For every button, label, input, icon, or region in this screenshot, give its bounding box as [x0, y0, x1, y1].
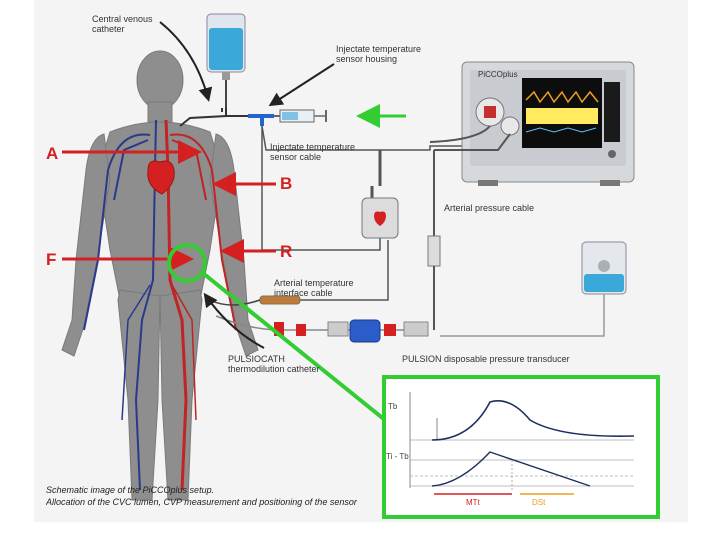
- marker-f: F: [46, 250, 57, 269]
- marker-b: B: [280, 174, 293, 193]
- heart: [147, 160, 175, 195]
- interface-module: [361, 150, 399, 239]
- human-body: [61, 50, 259, 501]
- injectate-sensor-housing: [226, 109, 327, 126]
- arterial-pressure-connector: [427, 150, 441, 330]
- marker-r: R: [280, 242, 293, 261]
- marker-a: A: [46, 144, 59, 163]
- caption-line-2: Allocation of the CVC lumen, CVP measure…: [46, 497, 357, 507]
- pressure-bag: [440, 241, 627, 337]
- monitor-brand: PiCCOplus: [478, 70, 518, 79]
- caption-line-1: Schematic image of the PiCCOplus setup.: [46, 485, 215, 495]
- inset-tb-label: Tb: [388, 402, 398, 411]
- inset-dst-label: DSt: [532, 498, 546, 507]
- piccoplus-monitor: [461, 61, 635, 186]
- thermodilution-curve-inset: [382, 375, 660, 519]
- pressure-transducer: [215, 315, 429, 343]
- label-arterial-pressure-cable: Arterial pressure cable: [444, 203, 535, 213]
- inset-mtt-label: MTt: [466, 498, 480, 507]
- inset-diff-label: Ti - Tb: [386, 452, 409, 461]
- catheter-position-highlight: [167, 243, 207, 283]
- label-pressure-transducer: PULSION disposable pressure transducer: [402, 354, 570, 364]
- injectate-bag: [206, 13, 246, 108]
